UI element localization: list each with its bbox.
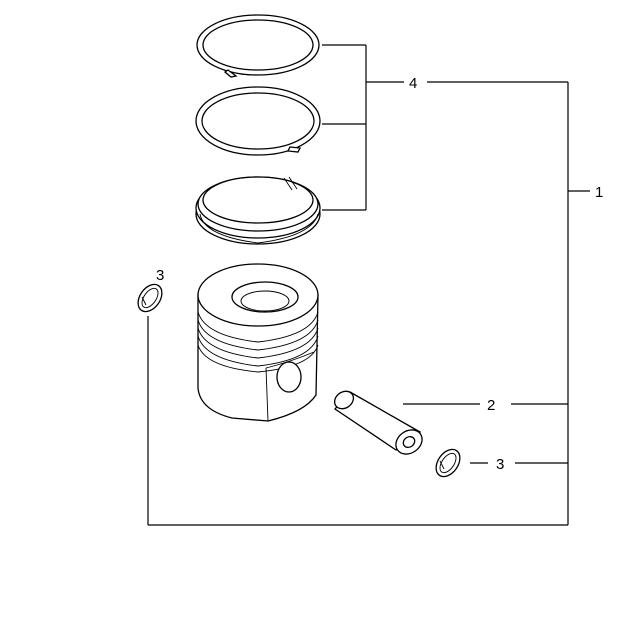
callout-1: 1 — [595, 184, 603, 201]
piston — [197, 263, 319, 422]
circlip-left — [137, 283, 163, 313]
piston-ring-oil-control — [195, 176, 321, 245]
circlip-right — [435, 448, 461, 478]
piston-pin — [333, 390, 423, 455]
callout-2: 2 — [487, 397, 495, 414]
callout-3-right: 3 — [496, 456, 504, 473]
callout-4: 4 — [409, 75, 417, 92]
piston-ring-middle — [195, 86, 321, 156]
piston-ring-top — [196, 14, 320, 78]
callout-3-left: 3 — [156, 267, 164, 284]
leader-lines — [147, 44, 590, 526]
